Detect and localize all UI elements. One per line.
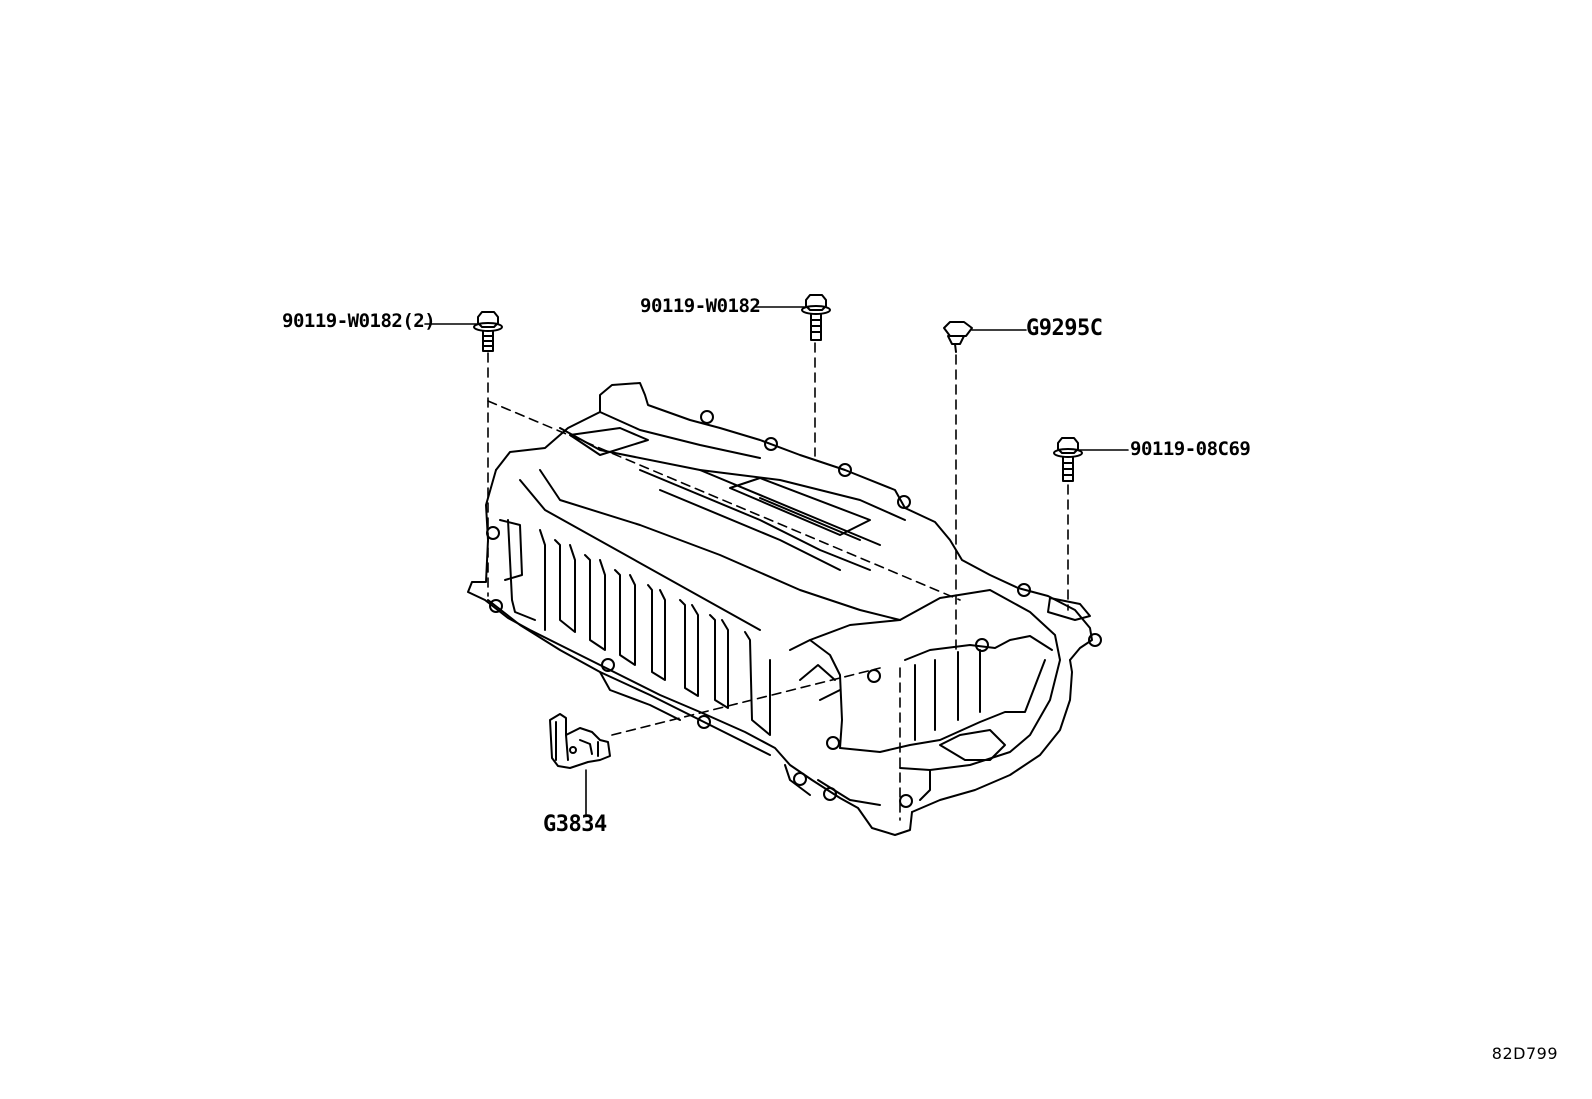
diagram-id: 82D799 <box>1491 1044 1558 1063</box>
bolt-right-icon <box>1053 437 1083 482</box>
bolt-left-icon <box>473 311 503 352</box>
callout-bolt-center[interactable]: 90119-W0182 <box>640 295 761 317</box>
pack-studs <box>486 410 1102 808</box>
callout-bolt-right[interactable]: 90119-08C69 <box>1130 438 1251 460</box>
clip-icon <box>943 321 973 353</box>
callout-clip[interactable]: G9295C <box>1026 316 1103 341</box>
bracket-icon <box>549 713 611 769</box>
leader-lines <box>424 306 1129 815</box>
battery-pack <box>467 382 1102 836</box>
callout-bracket[interactable]: G3834 <box>543 812 607 837</box>
callout-bolt-left[interactable]: 90119-W0182(2) <box>282 310 436 332</box>
bolt-center-icon <box>801 294 831 341</box>
guide-lines <box>487 342 1069 821</box>
